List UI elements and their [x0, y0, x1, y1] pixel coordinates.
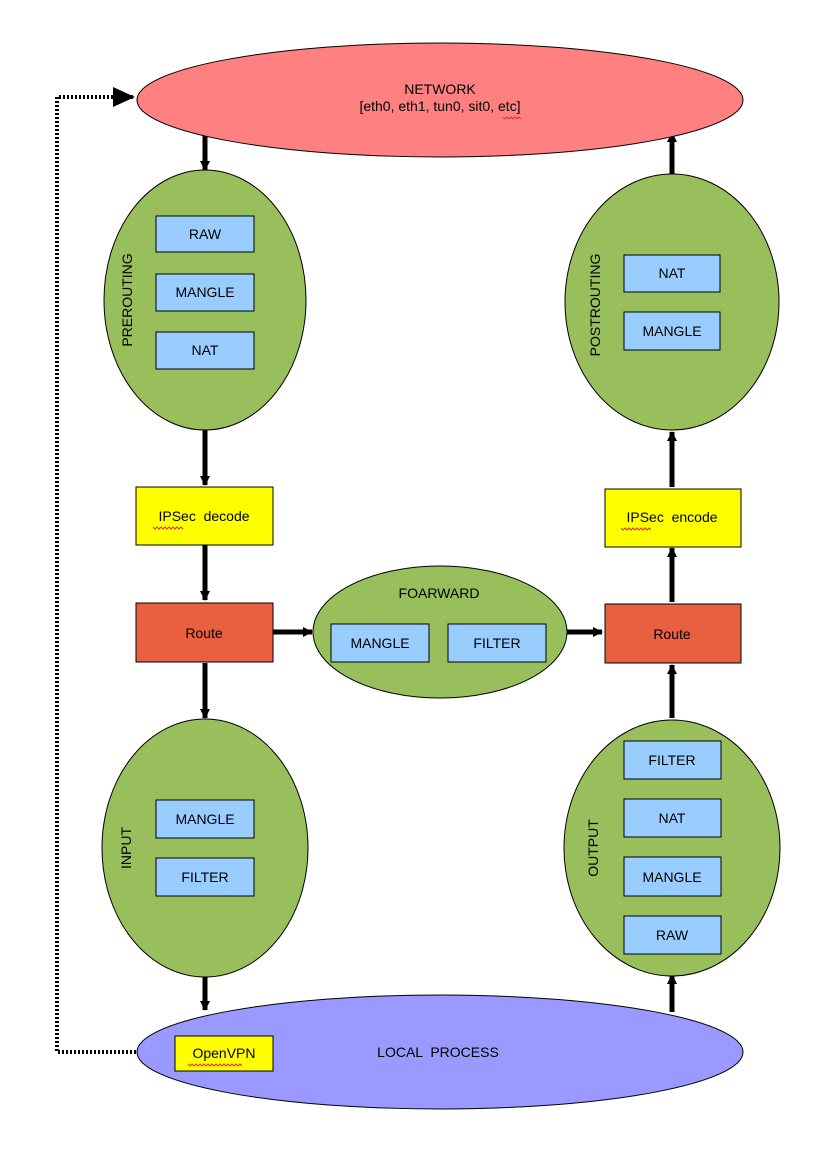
- network-interfaces: [eth0, eth1, tun0, sit0, etc]: [359, 98, 520, 114]
- output-label: OUTPUT: [585, 819, 601, 877]
- network-ellipse: [136, 42, 744, 158]
- table-box: [330, 623, 430, 663]
- output-ellipse: [563, 719, 781, 977]
- table-label: FILTER: [181, 869, 228, 885]
- network-title: NETWORK: [404, 81, 476, 97]
- route-right-rect: [604, 603, 742, 664]
- local-process-node: LOCAL PROCESS OpenVPN: [136, 994, 744, 1110]
- forward-label: FOARWARD: [399, 585, 480, 601]
- prerouting-table-nat: NAT: [155, 331, 255, 370]
- spellcheck-underline: [620, 527, 652, 531]
- postrouting-table-mangle: MANGLE: [623, 311, 721, 351]
- table-label: RAW: [189, 226, 222, 242]
- table-box: [623, 311, 721, 351]
- spellcheck-underline: [152, 526, 184, 530]
- table-box: [623, 915, 722, 955]
- table-label: RAW: [656, 927, 689, 943]
- local-process-label: LOCAL PROCESS: [377, 1044, 499, 1060]
- route-right-box: Route: [604, 603, 742, 664]
- table-label: NAT: [659, 265, 686, 281]
- forward-ellipse: [312, 565, 568, 699]
- input-chain: INPUT MANGLE FILTER: [101, 718, 309, 978]
- table-label: MANGLE: [175, 811, 234, 827]
- output-table-mangle: MANGLE: [623, 856, 722, 897]
- ipsec-encode-box: IPSec encode: [604, 488, 742, 548]
- route-left-label: Route: [185, 625, 223, 641]
- local-process-ellipse: [136, 994, 744, 1110]
- output-table-filter: FILTER: [623, 740, 722, 780]
- postrouting-table-nat: NAT: [623, 254, 721, 293]
- output-chain: OUTPUT FILTER NAT MANGLE RAW: [563, 719, 781, 977]
- flow-arrows: [200, 132, 677, 1012]
- forward-table-mangle: MANGLE: [330, 623, 430, 663]
- prerouting-table-mangle: MANGLE: [155, 273, 255, 312]
- input-table-mangle: MANGLE: [155, 799, 255, 839]
- postrouting-ellipse: [564, 173, 780, 431]
- table-label: NAT: [659, 810, 686, 826]
- table-box: [155, 215, 255, 253]
- table-box: [623, 856, 722, 897]
- input-ellipse: [101, 718, 309, 978]
- table-box: [623, 798, 722, 838]
- ipsec-encode-rect: [604, 488, 742, 548]
- table-label: MANGLE: [642, 869, 701, 885]
- table-label: FILTER: [648, 752, 695, 768]
- ipsec-decode-box: IPSec decode: [135, 486, 274, 546]
- spellcheck-underline: [502, 116, 522, 120]
- postrouting-label: POSTROUTING: [587, 254, 603, 357]
- prerouting-chain: PREROUTING RAW MANGLE NAT: [103, 169, 307, 431]
- table-box: [623, 254, 721, 293]
- prerouting-table-raw: RAW: [155, 215, 255, 253]
- network-node: NETWORK [eth0, eth1, tun0, sit0, etc]: [136, 42, 744, 158]
- table-label: MANGLE: [350, 635, 409, 651]
- forward-table-filter: FILTER: [447, 623, 547, 663]
- ipsec-decode-label: IPSec decode: [158, 508, 249, 524]
- route-left-rect: [135, 602, 274, 663]
- table-label: FILTER: [473, 635, 520, 651]
- table-box: [155, 331, 255, 370]
- spellcheck-underline: [187, 1063, 243, 1067]
- ipsec-encode-label: IPSec encode: [626, 509, 717, 525]
- openvpn-loop-arrow: [55, 87, 136, 1054]
- input-label: INPUT: [118, 827, 134, 869]
- table-box: [447, 623, 547, 663]
- prerouting-label: PREROUTING: [119, 253, 135, 346]
- table-box: [155, 273, 255, 312]
- table-label: MANGLE: [175, 284, 234, 300]
- table-label: NAT: [192, 342, 219, 358]
- route-left-box: Route: [135, 602, 274, 663]
- table-box: [623, 740, 722, 780]
- table-box: [155, 857, 255, 897]
- output-table-nat: NAT: [623, 798, 722, 838]
- table-label: MANGLE: [642, 323, 701, 339]
- route-right-label: Route: [653, 626, 691, 642]
- openvpn-box: OpenVPN: [174, 1035, 274, 1072]
- forward-chain: FOARWARD MANGLE FILTER: [312, 565, 568, 699]
- ipsec-decode-rect: [135, 486, 274, 546]
- postrouting-chain: POSTROUTING NAT MANGLE: [564, 173, 780, 431]
- output-table-raw: RAW: [623, 915, 722, 955]
- table-box: [155, 799, 255, 839]
- openvpn-label: OpenVPN: [192, 1045, 255, 1061]
- input-table-filter: FILTER: [155, 857, 255, 897]
